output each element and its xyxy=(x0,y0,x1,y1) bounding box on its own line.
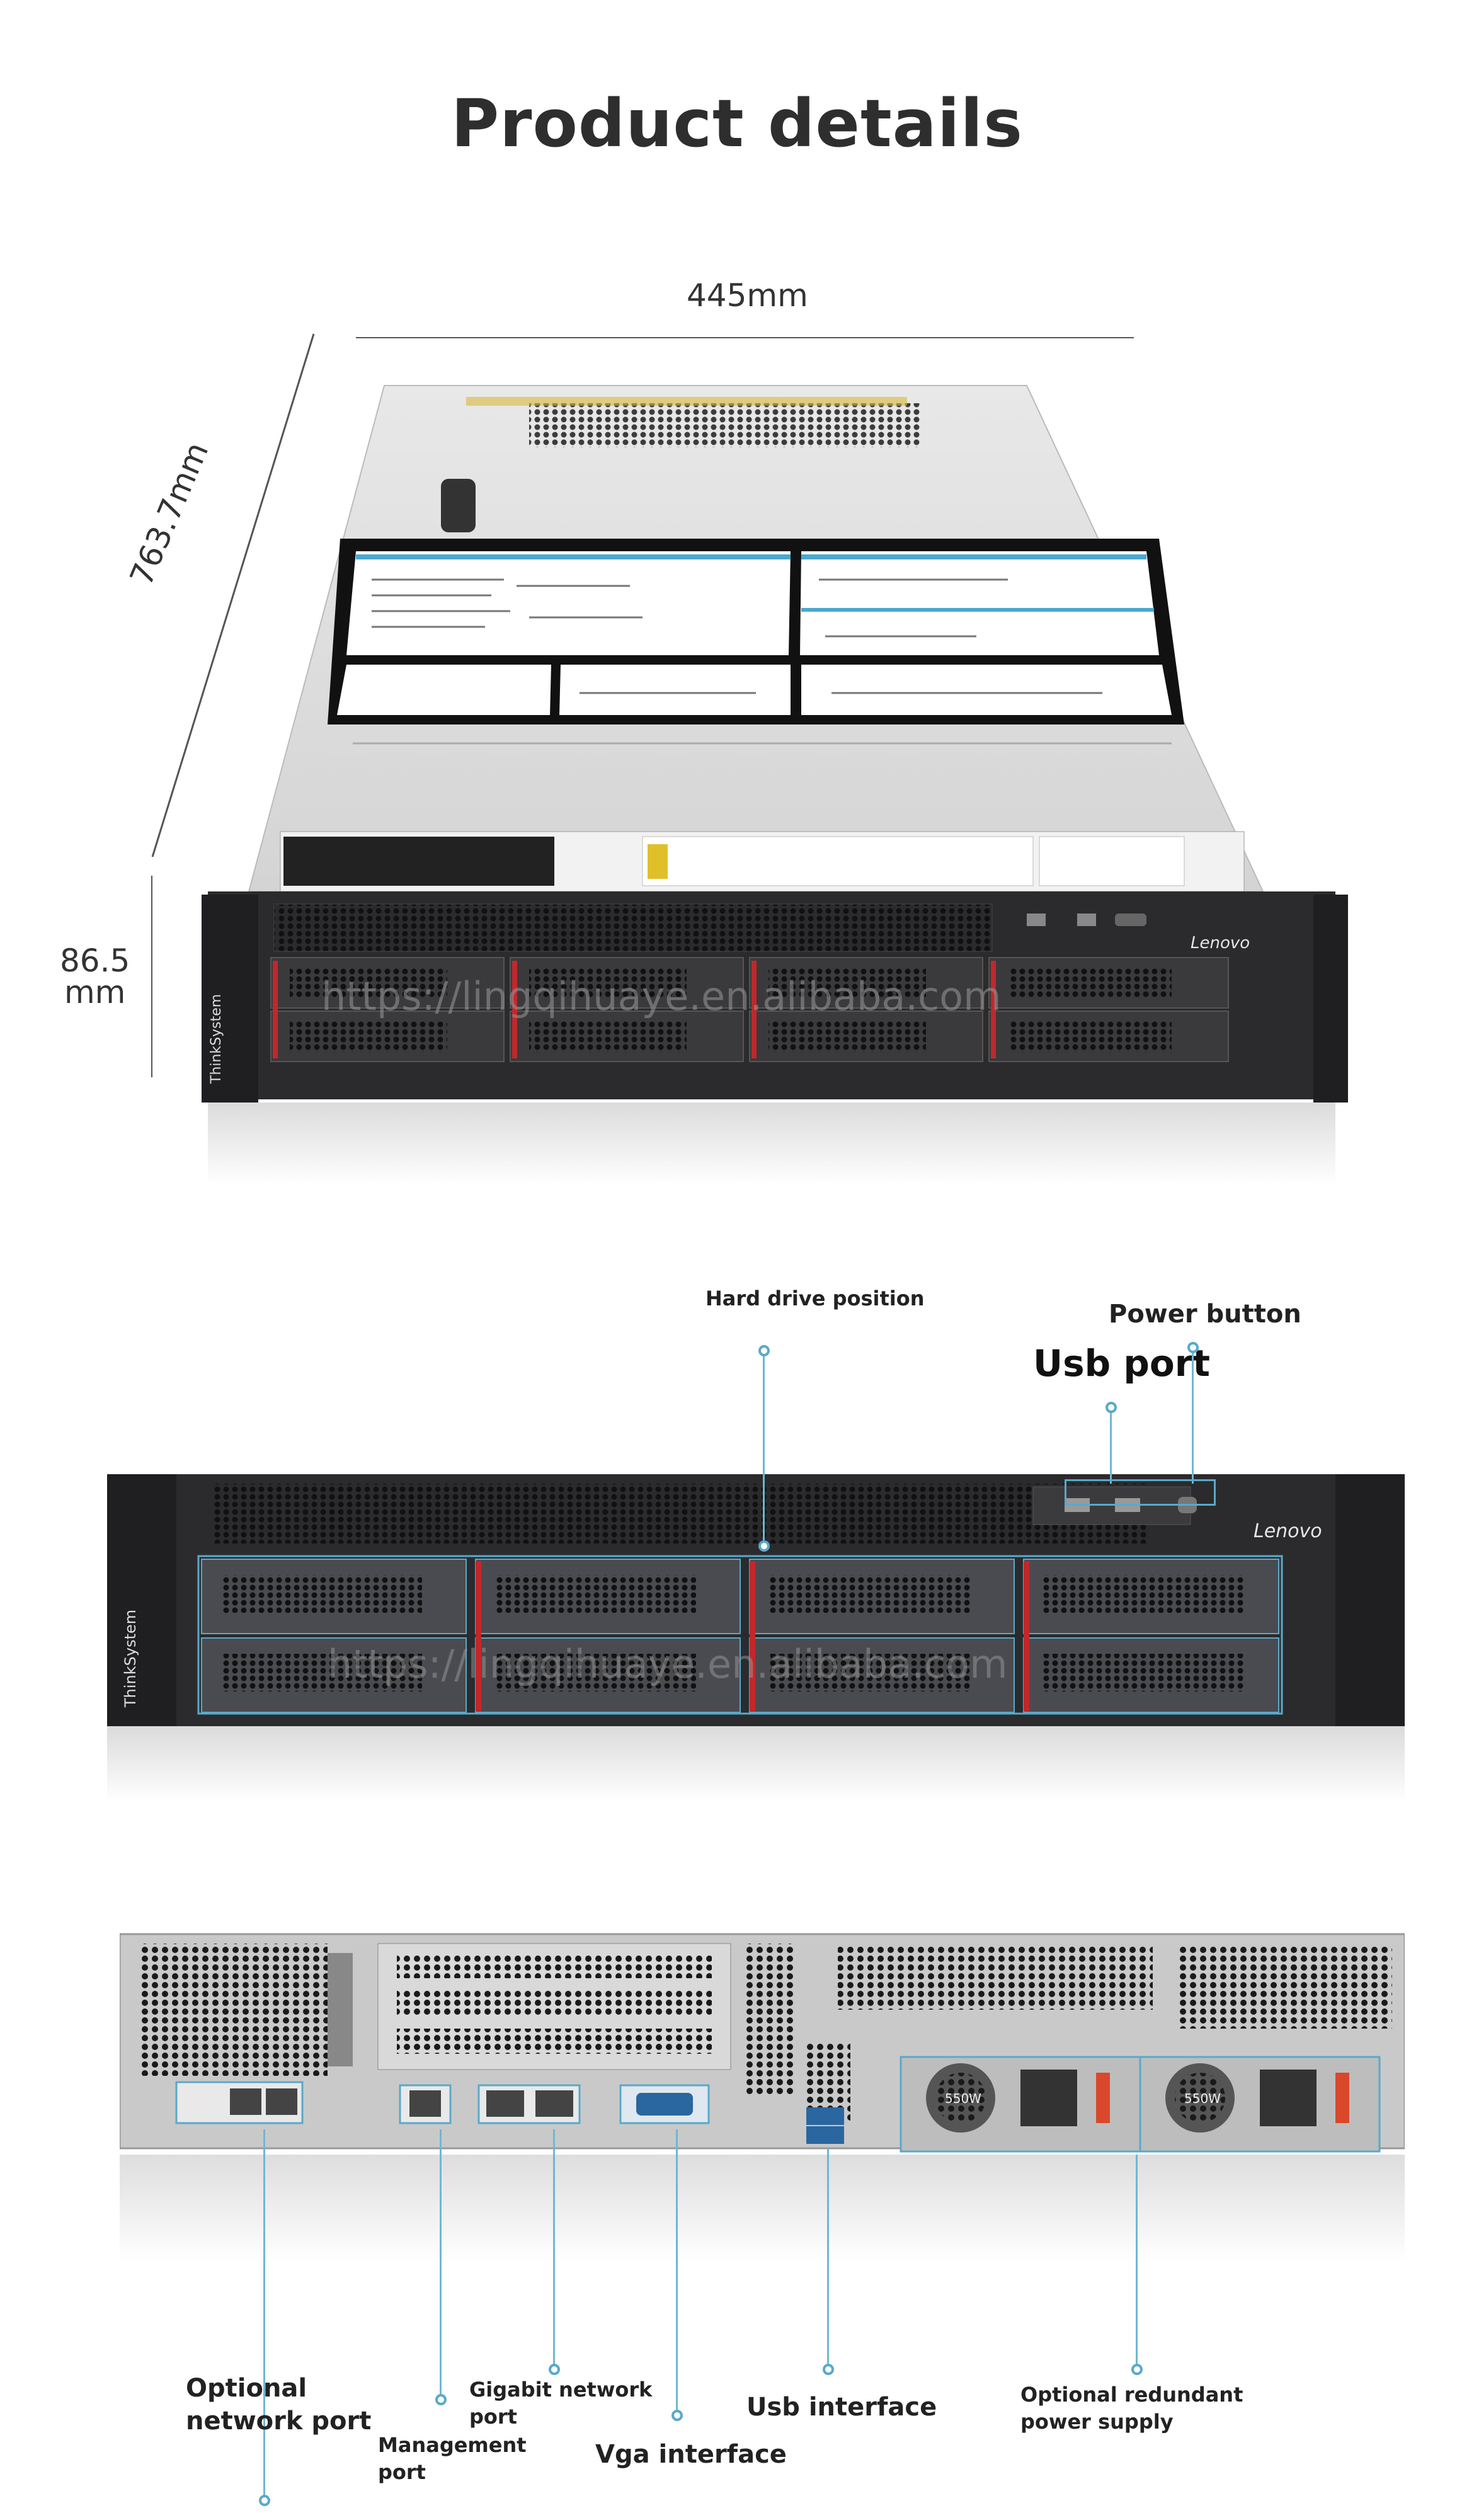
side-brand-logo: ThinkSystem xyxy=(209,994,224,1084)
callout-line-power xyxy=(1192,1348,1194,1484)
callout-dot-psu xyxy=(1131,2364,1143,2375)
svg-text:ThinkSystem: ThinkSystem xyxy=(122,1610,139,1708)
callout-redundant-psu: Optional redundant power supply xyxy=(1020,2383,1243,2434)
server-rear-image: 550W 550W xyxy=(120,1933,1405,2262)
callout-dot-management xyxy=(435,2394,447,2405)
height-value: 86.5 xyxy=(60,942,130,979)
callout-dot-hard-drive-end xyxy=(758,1540,770,1552)
page-title: Product details xyxy=(450,85,1024,162)
callout-line-usb xyxy=(1110,1411,1112,1484)
depth-dimension-line xyxy=(151,333,315,857)
callout-usb-port: Usb port xyxy=(1033,1342,1211,1385)
watermark-text-1: https://lingqihuaye.en.alibaba.com xyxy=(321,973,1002,1019)
callout-line-gigabit xyxy=(553,2129,555,2369)
callout-line-management xyxy=(440,2129,442,2400)
callout-vga-interface: Vga interface xyxy=(595,2440,787,2469)
watermark-text-2: https://lingqihuaye.en.alibaba.com xyxy=(328,1641,1008,1687)
server-isometric-image: Lenovo ThinkSystem xyxy=(202,385,1348,1184)
width-dimension-line xyxy=(356,337,1134,338)
height-unit: mm xyxy=(64,974,126,1011)
width-dimension-label: 445mm xyxy=(687,277,808,314)
height-dimension-line xyxy=(151,876,152,1077)
callout-line-hard-drive xyxy=(763,1354,765,1547)
callout-line-vga xyxy=(676,2129,678,2413)
callout-line-optional-network xyxy=(263,2129,265,2498)
height-dimension-label: 86.5 mm xyxy=(60,945,130,1008)
svg-text:Lenovo: Lenovo xyxy=(1254,1520,1322,1542)
callout-gigabit-port: Gigabit network port xyxy=(469,2378,653,2429)
callout-management-port: Management port xyxy=(378,2433,527,2485)
callout-dot-vga xyxy=(671,2410,683,2421)
callout-dot-hard-drive xyxy=(758,1345,770,1356)
callout-dot-optional-network xyxy=(259,2495,270,2506)
psu-wattage-1: 550W xyxy=(945,2091,981,2106)
callout-line-usb-rear xyxy=(827,2148,829,2369)
callout-dot-usb xyxy=(1106,1402,1117,1413)
callout-usb-interface: Usb interface xyxy=(746,2393,937,2422)
front-brand-logo: Lenovo xyxy=(1191,934,1250,953)
callout-box-usb-power xyxy=(1065,1479,1216,1506)
callout-power-button: Power button xyxy=(1109,1300,1301,1329)
callout-line-psu xyxy=(1136,2155,1138,2369)
callout-dot-usb-rear xyxy=(823,2364,834,2375)
server-front-image: Lenovo ThinkSystem xyxy=(107,1474,1405,1802)
callout-dot-gigabit xyxy=(549,2364,560,2375)
callout-dot-power xyxy=(1187,1342,1199,1353)
callout-hard-drive: Hard drive position xyxy=(706,1286,925,1310)
psu-wattage-2: 550W xyxy=(1184,2091,1221,2106)
callout-optional-network: Optional network port xyxy=(186,2374,372,2436)
